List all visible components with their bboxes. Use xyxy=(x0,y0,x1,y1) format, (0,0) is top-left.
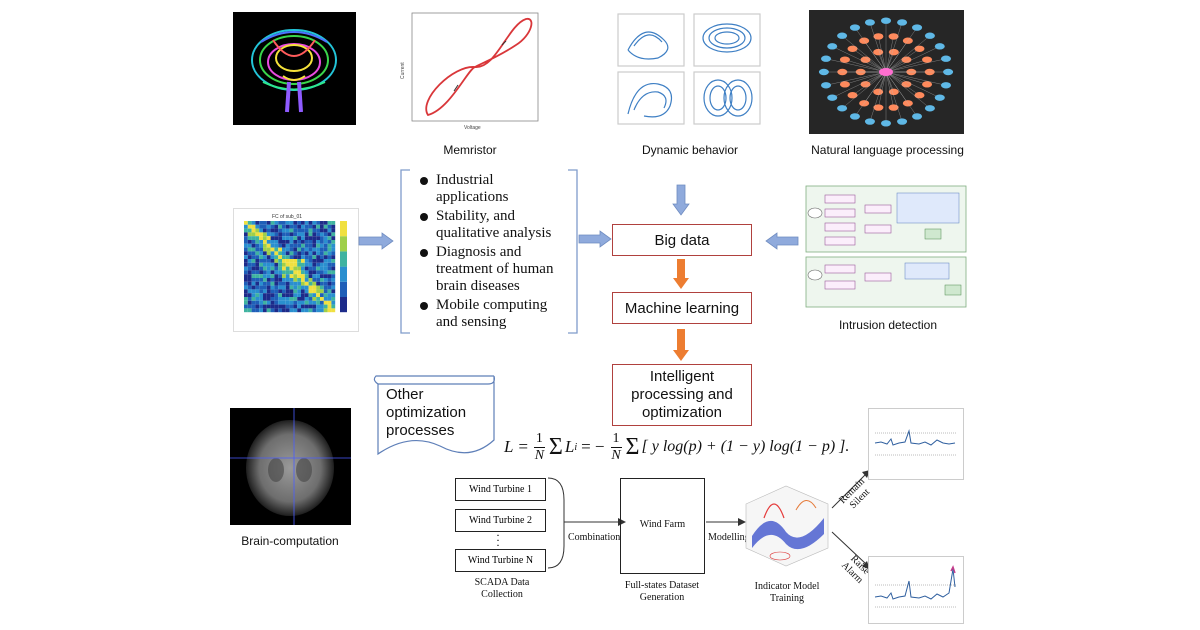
wind-turbine-1-box: Wind Turbine 1 xyxy=(455,478,546,501)
other-optimization-label: Other optimization processes xyxy=(386,386,467,439)
arrow-down-to-bigdata xyxy=(672,184,690,221)
brain-tractography-image xyxy=(233,12,356,125)
wind-turbine-n-label: Wind Turbine N xyxy=(467,555,534,566)
application-item: Diagnosis and treatment of human brain d… xyxy=(418,244,568,295)
fullstates-label: Full-states Dataset Generation xyxy=(624,580,700,603)
wind-turbine-n-box: Wind Turbine N xyxy=(455,549,546,572)
formula-mid-sub: i xyxy=(574,441,578,453)
svg-text:Voltage: Voltage xyxy=(464,125,481,131)
surface-plot-image xyxy=(740,478,832,570)
application-item: Industrial applications xyxy=(418,172,568,206)
timeseries-silent-image xyxy=(868,408,964,480)
indicator-caption: Indicator Model Training xyxy=(745,581,829,605)
wind-turbine-2-box: Wind Turbine 2 xyxy=(455,509,546,532)
sum-symbol: Σ xyxy=(548,433,563,460)
brain-computation-caption: Brain-computation xyxy=(241,534,339,548)
correlation-matrix-image: FC of sub_01 xyxy=(233,208,359,332)
formula-rhs: [ y log(p) + (1 − y) log(1 − p) ]. xyxy=(641,438,850,455)
indicator-label: Indicator Model Training xyxy=(754,581,820,604)
intelligent-processing-label: Intelligent processing and optimization xyxy=(631,368,733,421)
arrow-bigdata-to-ml xyxy=(672,258,690,295)
fullstates-caption: Full-states Dataset Generation xyxy=(610,580,714,604)
scada-caption: SCADA Data Collection xyxy=(460,577,544,601)
scada-label: SCADA Data Collection xyxy=(474,577,530,600)
machine-learning-box: Machine learning xyxy=(612,292,752,324)
list-left-bracket xyxy=(399,169,411,339)
dynamic-behavior-image xyxy=(614,10,764,130)
dynamic-behavior-caption: Dynamic behavior xyxy=(641,143,739,157)
arrow-ml-to-intelligent xyxy=(672,328,690,367)
nlp-network-image xyxy=(809,10,964,134)
big-data-label: Big data xyxy=(654,231,710,249)
wind-farm-label: Wind Farm xyxy=(639,519,686,530)
arrow-matrix-to-list xyxy=(358,232,394,255)
application-item: Mobile computing and sensing xyxy=(418,297,568,331)
formula-lhs: L = xyxy=(504,437,529,456)
memristor-caption: Memristor xyxy=(443,143,497,157)
svg-text:Current: Current xyxy=(400,62,406,79)
application-item: Stability, and qualitative analysis xyxy=(418,208,568,242)
nlp-caption: Natural language processing xyxy=(811,143,964,157)
timeseries-alarm-image xyxy=(868,556,964,624)
equals-minus: = − xyxy=(581,437,605,456)
svg-text:FC of sub_01: FC of sub_01 xyxy=(272,214,302,220)
vertical-ellipsis: ··· xyxy=(496,528,500,552)
memristor-plot-image: Current Voltage xyxy=(398,5,544,133)
wind-turbine-2-label: Wind Turbine 2 xyxy=(469,515,532,526)
modelling-label: Modelling xyxy=(708,532,750,543)
arrow-intrusion-to-bigdata xyxy=(765,232,799,255)
formula-mid: L xyxy=(564,437,575,456)
machine-learning-label: Machine learning xyxy=(624,299,740,317)
list-right-bracket xyxy=(567,169,579,339)
other-optimization-shape xyxy=(370,374,500,460)
wind-farm-box: Wind Farm xyxy=(620,478,705,574)
combination-label: Combination xyxy=(568,532,621,543)
brain-scan-image xyxy=(230,408,351,525)
intelligent-processing-box: Intelligent processing and optimization xyxy=(612,364,752,426)
sum-symbol: Σ xyxy=(625,433,640,460)
intrusion-detection-image xyxy=(805,185,967,309)
arrow-list-to-bigdata xyxy=(578,230,612,253)
big-data-box: Big data xyxy=(612,224,752,256)
intrusion-detection-caption: Intrusion detection xyxy=(838,318,938,332)
applications-list: Industrial applications Stability, and q… xyxy=(418,172,568,333)
wind-turbine-1-label: Wind Turbine 1 xyxy=(469,484,532,495)
